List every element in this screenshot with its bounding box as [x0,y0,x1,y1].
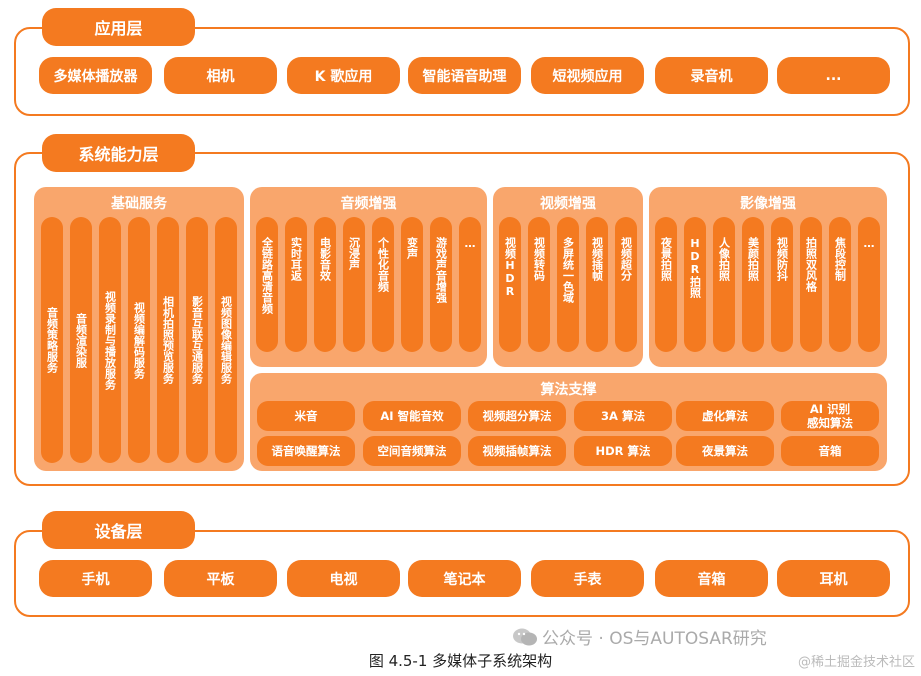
device-item: 平板 [164,560,277,597]
app-item: 相机 [164,57,277,94]
image-enhance-item: 人像拍照 [713,217,735,352]
audio-enhance-item: 个性化音频 [372,217,394,352]
basic-service-item: 视频图像编辑服务 [215,217,237,463]
image-enhance-item: … [858,217,880,352]
audio-enhance-item: 实时耳返 [285,217,307,352]
app-item: 多媒体播放器 [39,57,152,94]
algorithm-item: 虚化算法 [676,401,774,431]
app-item: 智能语音助理 [408,57,521,94]
algorithm-support-panel: 算法支撑 [250,373,887,471]
video-enhance-item: 视频转码 [528,217,550,352]
algorithm-item: 3A 算法 [574,401,672,431]
algorithm-item: 视频超分算法 [468,401,566,431]
device-item: 笔记本 [408,560,521,597]
algorithm-item: 音箱 [781,436,879,466]
video-enhance-item: 视频插帧 [586,217,608,352]
algorithm-item: AI 智能音效 [363,401,461,431]
video-enhance-item: 视频HDR [499,217,521,352]
watermark-text: 公众号 · OS与AUTOSAR研究 [542,629,767,649]
basic-service-item: 视频录制与播放服务 [99,217,121,463]
basic-service-item: 音频策略服务 [41,217,63,463]
wechat-icon [513,628,537,645]
video-enhance-item: 多屏统一色域 [557,217,579,352]
image-enhance-item: 美颜拍照 [742,217,764,352]
app-item: 录音机 [655,57,768,94]
app-item: 短视频应用 [531,57,644,94]
audio-enhance-item: 电影音效 [314,217,336,352]
basic-service-item: 影音互联互通服务 [186,217,208,463]
algorithm-item: 空间音频算法 [363,436,461,466]
algorithm-item: 语音唤醒算法 [257,436,355,466]
algorithm-item: HDR 算法 [574,436,672,466]
image-enhance-item: 焦段控制 [829,217,851,352]
device-item: 耳机 [777,560,890,597]
app-item: ... [777,57,890,94]
device-item: 音箱 [655,560,768,597]
video-enhance-title: 视频增强 [540,196,596,212]
basic-service-item: 相机拍照预览服务 [157,217,179,463]
device-item: 电视 [287,560,400,597]
basic-service-item: 视频编解码服务 [128,217,150,463]
audio-enhance-item: 沉浸声 [343,217,365,352]
basic-service-item: 音频渲染服 [70,217,92,463]
watermark-source: @稀土掘金技术社区 [797,655,915,670]
capability-layer-title: 系统能力层 [42,134,195,172]
algorithm-support-title: 算法支撑 [540,382,597,398]
image-enhance-title: 影像增强 [740,196,796,212]
device-item: 手机 [39,560,152,597]
algorithm-item: 夜景算法 [676,436,774,466]
image-enhance-item: 视频防抖 [771,217,793,352]
algorithm-item: 米音 [257,401,355,431]
figure-caption: 图 4.5-1 多媒体子系统架构 [368,652,553,670]
basic-services-title: 基础服务 [111,196,167,212]
watermark: 公众号 · OS与AUTOSAR研究 [512,624,767,649]
video-enhance-item: 视频超分 [615,217,637,352]
image-enhance-item: HDR拍照 [684,217,706,352]
audio-enhance-item: 变声 [401,217,423,352]
audio-enhance-item: 游戏声音增强 [430,217,452,352]
app-item: K 歌应用 [287,57,400,94]
image-enhance-item: 夜景拍照 [655,217,677,352]
image-enhance-item: 拍照双风格 [800,217,822,352]
algorithm-item: 视频插帧算法 [468,436,566,466]
device-layer-title: 设备层 [42,511,195,549]
audio-enhance-item: 全链路高清音频 [256,217,278,352]
application-layer-title: 应用层 [42,8,195,46]
device-item: 手表 [531,560,644,597]
algorithm-item: AI 识别 感知算法 [781,401,879,431]
audio-enhance-item: … [459,217,481,352]
audio-enhance-title: 音频增强 [340,196,397,212]
